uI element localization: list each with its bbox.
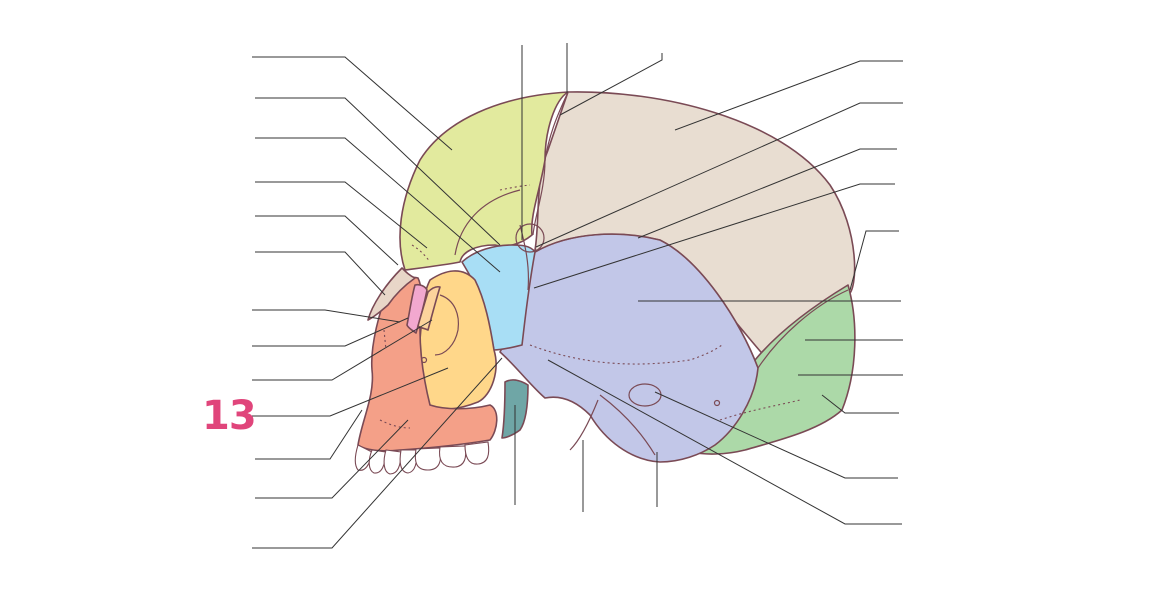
leader-line-right-11 bbox=[547, 359, 902, 525]
leader-line-left-9 bbox=[252, 319, 433, 381]
bones bbox=[357, 91, 856, 463]
surface-details bbox=[379, 91, 849, 456]
leader-line-right-5 bbox=[849, 230, 899, 291]
leader-line-left-3 bbox=[255, 137, 501, 273]
leader-line-right-10 bbox=[654, 391, 898, 479]
leader-line-left-4 bbox=[255, 181, 428, 249]
leader-line-right-4 bbox=[533, 183, 895, 289]
leader-line-left-2 bbox=[255, 97, 501, 246]
frontal-bone bbox=[399, 91, 569, 271]
leader-line-left-12 bbox=[255, 419, 409, 499]
leader-line-left-7 bbox=[252, 309, 401, 323]
leader-line-top-3 bbox=[559, 53, 663, 116]
leader-line-right-9 bbox=[821, 394, 899, 414]
page-number: 13 bbox=[202, 393, 257, 439]
leader-line-left-6 bbox=[255, 251, 386, 296]
leader-line-left-1 bbox=[252, 56, 453, 151]
leader-line-right-3 bbox=[637, 148, 897, 239]
leader-line-left-8 bbox=[252, 317, 409, 347]
lacrimal-bone bbox=[406, 283, 428, 334]
leader-line-right-1 bbox=[674, 60, 903, 131]
leader-line-left-13 bbox=[252, 357, 503, 549]
leader-line-left-10 bbox=[252, 367, 449, 417]
leader-line-left-5 bbox=[255, 215, 399, 266]
leader-lines bbox=[252, 43, 903, 549]
leader-line-left-11 bbox=[255, 409, 363, 460]
ethmoid-bone bbox=[417, 285, 441, 331]
leader-line-right-2 bbox=[535, 102, 903, 248]
nasal-bone bbox=[367, 267, 416, 321]
